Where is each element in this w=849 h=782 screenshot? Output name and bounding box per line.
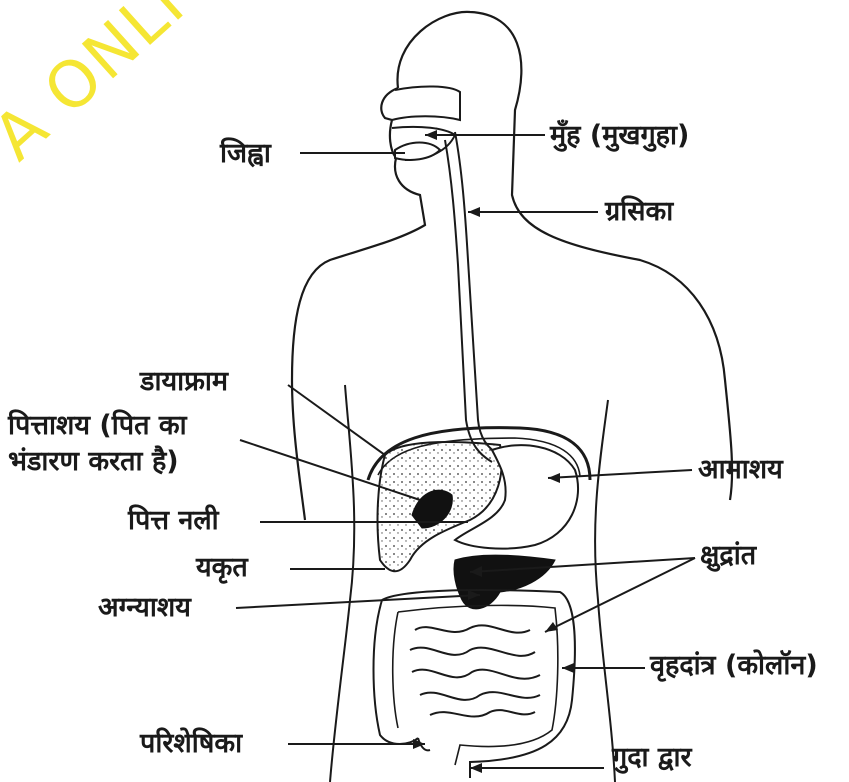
small-intestine-leader-b [545,558,695,632]
mouth-arrowhead [425,130,437,140]
tongue-shape [395,143,440,160]
anus-arrowhead [470,763,482,773]
gallbladder-label-line1: पित्ताशय (पित का [8,410,187,441]
tongue-label: जिह्वा [220,138,271,169]
esophagus-label: ग्रसिका [605,196,673,227]
large-intestine-inner [398,605,558,765]
torso-right [595,400,615,782]
gallbladder-label-line2: भंडारण करता है) [8,446,179,477]
anus-label: गुदा द्वार [612,742,692,773]
appendix-label: परिशेषिका [140,728,242,759]
large-intestine-shape [382,590,575,778]
large-intestine-inner-left [393,612,398,728]
small-intestine-label: क्षुद्रांत [700,540,756,571]
diaphragm-label: डायाफ्राम [140,366,228,397]
small-intestine-coils [410,625,540,716]
torso-left [330,385,354,782]
stomach-label: आमाशय [698,454,783,485]
pancreas-label: अग्न्याशय [98,592,191,623]
pancreas-leader [236,595,480,608]
pancreas-shape [454,555,555,609]
nasal-cavity [392,86,460,120]
diaphragm-leader [288,385,385,455]
esophagus-tube [455,132,500,455]
large-intestine-arrowhead [562,663,574,673]
mouth-label: मुँह (मुखगुहा) [550,120,689,151]
body-outline [397,12,732,500]
liver-label: यकृत [196,552,248,583]
large-intestine-label: वृहदांत्र (कोलॉन) [650,650,818,681]
bile-duct-label: पित्त नली [128,505,219,536]
esophagus-arrowhead [468,207,480,217]
esophagus-tube-inner [445,140,492,462]
